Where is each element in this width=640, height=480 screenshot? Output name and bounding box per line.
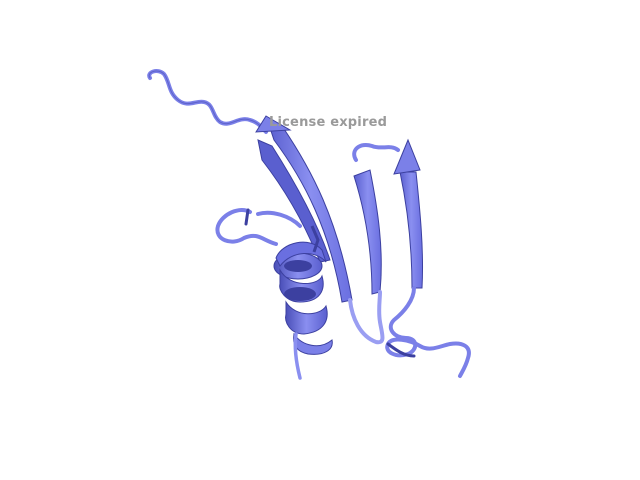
alpha-helix (273, 225, 333, 355)
beta-strand-4 (399, 171, 424, 289)
beta-strand-3 (353, 169, 382, 295)
helix-tail (293, 332, 302, 380)
helix-left-loop (215, 207, 278, 246)
c-terminal-coil (385, 286, 471, 378)
hairpin-loop-top (352, 143, 400, 162)
bottom-loop (348, 290, 385, 345)
license-watermark: License expired (269, 115, 388, 130)
beta-strand-2 (257, 139, 331, 263)
beta-strand-1 (267, 121, 353, 303)
